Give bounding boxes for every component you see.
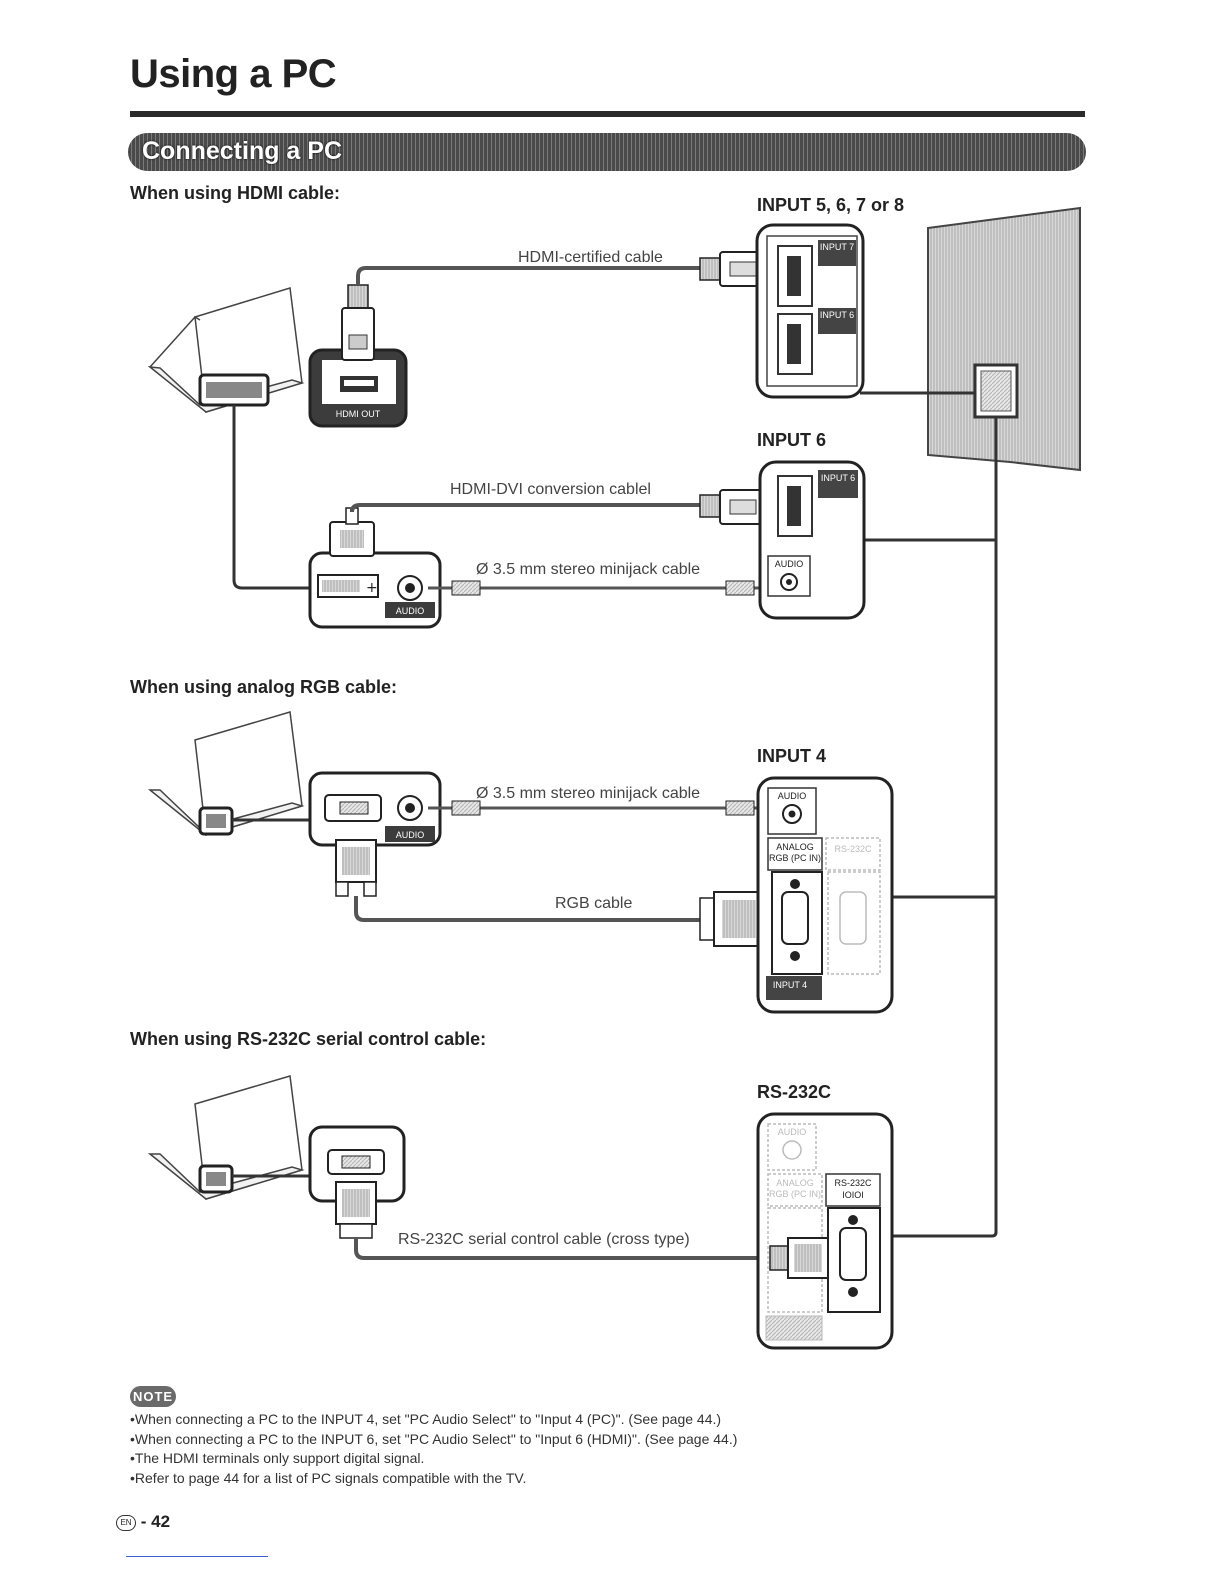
hdmi-cable-label: HDMI-certified cable	[518, 249, 663, 266]
bottom-rule	[126, 1556, 268, 1557]
note-list: When connecting a PC to the INPUT 4, set…	[130, 1410, 737, 1488]
tv-port-input7-label: INPUT 7	[820, 242, 854, 252]
tv-link-lines	[860, 391, 998, 1238]
minijack-cable-label-rgb: Ø 3.5 mm stereo minijack cable	[476, 785, 700, 802]
rgb-plug-tv	[699, 891, 765, 947]
page-footer: EN - 42	[116, 1512, 170, 1532]
pc-rs232c-panel	[308, 1125, 406, 1203]
tv-port-analog-label-1: ANALOG	[776, 842, 814, 852]
rgb-plug-pc	[335, 839, 377, 897]
pc-hdmi-out-panel: HDMI OUT	[308, 348, 408, 428]
svg-text:+: +	[366, 580, 378, 596]
rs232c-section-heading: When using RS-232C serial control cable:	[130, 1029, 487, 1049]
laptop-to-dvi-line	[232, 405, 312, 590]
hdmi-cable	[356, 266, 700, 285]
page-number-separator: -	[140, 1512, 147, 1531]
rs232c-cable	[354, 1238, 770, 1260]
laptop-rs232c	[147, 1075, 305, 1200]
tv-panel-input-6: INPUT 6 AUDIO	[758, 460, 866, 620]
pc-port-hdmi-out-label: HDMI OUT	[336, 409, 381, 419]
minijack-cable-label-hdmi: Ø 3.5 mm stereo minijack cable	[476, 561, 700, 578]
tv-port-audio-label-faded: AUDIO	[778, 1127, 807, 1137]
rgb-cable	[354, 896, 700, 922]
tv-port-analog-label-faded-2: RGB (PC IN)	[769, 1189, 821, 1199]
tv-panel-input-4: AUDIO ANALOG RGB (PC IN) RS-232C INPUT 4	[756, 776, 894, 1014]
rgb-cable-label: RGB cable	[555, 895, 632, 912]
tv-panel-rs232c: AUDIO ANALOG RGB (PC IN) RS-232C IOIOI	[756, 1112, 894, 1350]
rs232c-plug-tv	[769, 1237, 829, 1279]
tv-port-analog-label-2: RGB (PC IN)	[769, 853, 821, 863]
hdmi-plug-pc	[341, 284, 375, 361]
page-title: Using a PC	[130, 52, 337, 96]
tv-rear-illustration	[927, 206, 1081, 472]
note-item: When connecting a PC to the INPUT 6, set…	[130, 1430, 737, 1450]
dvi-plug	[329, 507, 375, 557]
pc-port-audio-label-dvi: AUDIO	[396, 606, 425, 616]
tv-panel-input-5-8: INPUT 7 INPUT 6	[755, 223, 865, 399]
tv-port-rs232c-symbol: IOIOI	[842, 1190, 864, 1200]
input-label-rs232c: RS-232C	[757, 1082, 832, 1102]
hdmi-dvi-cable	[350, 503, 700, 513]
input-label-6: INPUT 6	[757, 430, 827, 450]
rs232c-cable-label: RS-232C serial control cable (cross type…	[398, 1231, 690, 1248]
section-title: Connecting a PC	[142, 137, 343, 165]
hdmi-section-heading: When using HDMI cable:	[130, 183, 341, 203]
tv-port-audio-label-hdmi: AUDIO	[775, 559, 804, 569]
title-rule	[130, 111, 1085, 117]
tv-port-input6-label: INPUT 6	[821, 473, 855, 483]
tv-port-input6-label-top: INPUT 6	[820, 310, 854, 320]
rs232c-plug-pc	[335, 1181, 377, 1239]
hdmi-dvi-plug-tv	[699, 489, 771, 525]
tv-port-rs232c-label: RS-232C	[834, 1178, 872, 1188]
page-number: 42	[151, 1512, 171, 1531]
note-item: The HDMI terminals only support digital …	[130, 1449, 737, 1469]
pc-port-audio-label-rgb: AUDIO	[396, 830, 425, 840]
rgb-section-heading: When using analog RGB cable:	[130, 677, 398, 697]
language-badge: EN	[116, 1515, 136, 1531]
hdmi-dvi-cable-label: HDMI-DVI conversion cablel	[450, 481, 651, 498]
input-label-4: INPUT 4	[757, 746, 827, 766]
tv-port-input4-label: INPUT 4	[773, 980, 807, 990]
laptop-rgb	[147, 711, 305, 836]
laptop-hdmi	[147, 287, 305, 413]
minijack-cable-hdmi	[428, 580, 760, 596]
hdmi-plug-tv	[699, 251, 771, 287]
tv-port-analog-label-faded-1: ANALOG	[776, 1178, 814, 1188]
input-label-5-6-7-8: INPUT 5, 6, 7 or 8	[757, 195, 905, 215]
section-header-bar: Connecting a PC	[128, 133, 1086, 171]
note-item: When connecting a PC to the INPUT 4, set…	[130, 1410, 737, 1430]
pc-rgb-audio-panel: AUDIO	[308, 771, 442, 847]
tv-port-audio-label-rgb: AUDIO	[778, 791, 807, 801]
tv-port-rs232c-label-faded: RS-232C	[834, 844, 872, 854]
pc-dvi-audio-panel: + AUDIO	[308, 551, 442, 629]
minijack-cable-rgb	[428, 800, 760, 816]
note-badge: NOTE	[130, 1386, 176, 1407]
note-item: Refer to page 44 for a list of PC signal…	[130, 1469, 737, 1489]
